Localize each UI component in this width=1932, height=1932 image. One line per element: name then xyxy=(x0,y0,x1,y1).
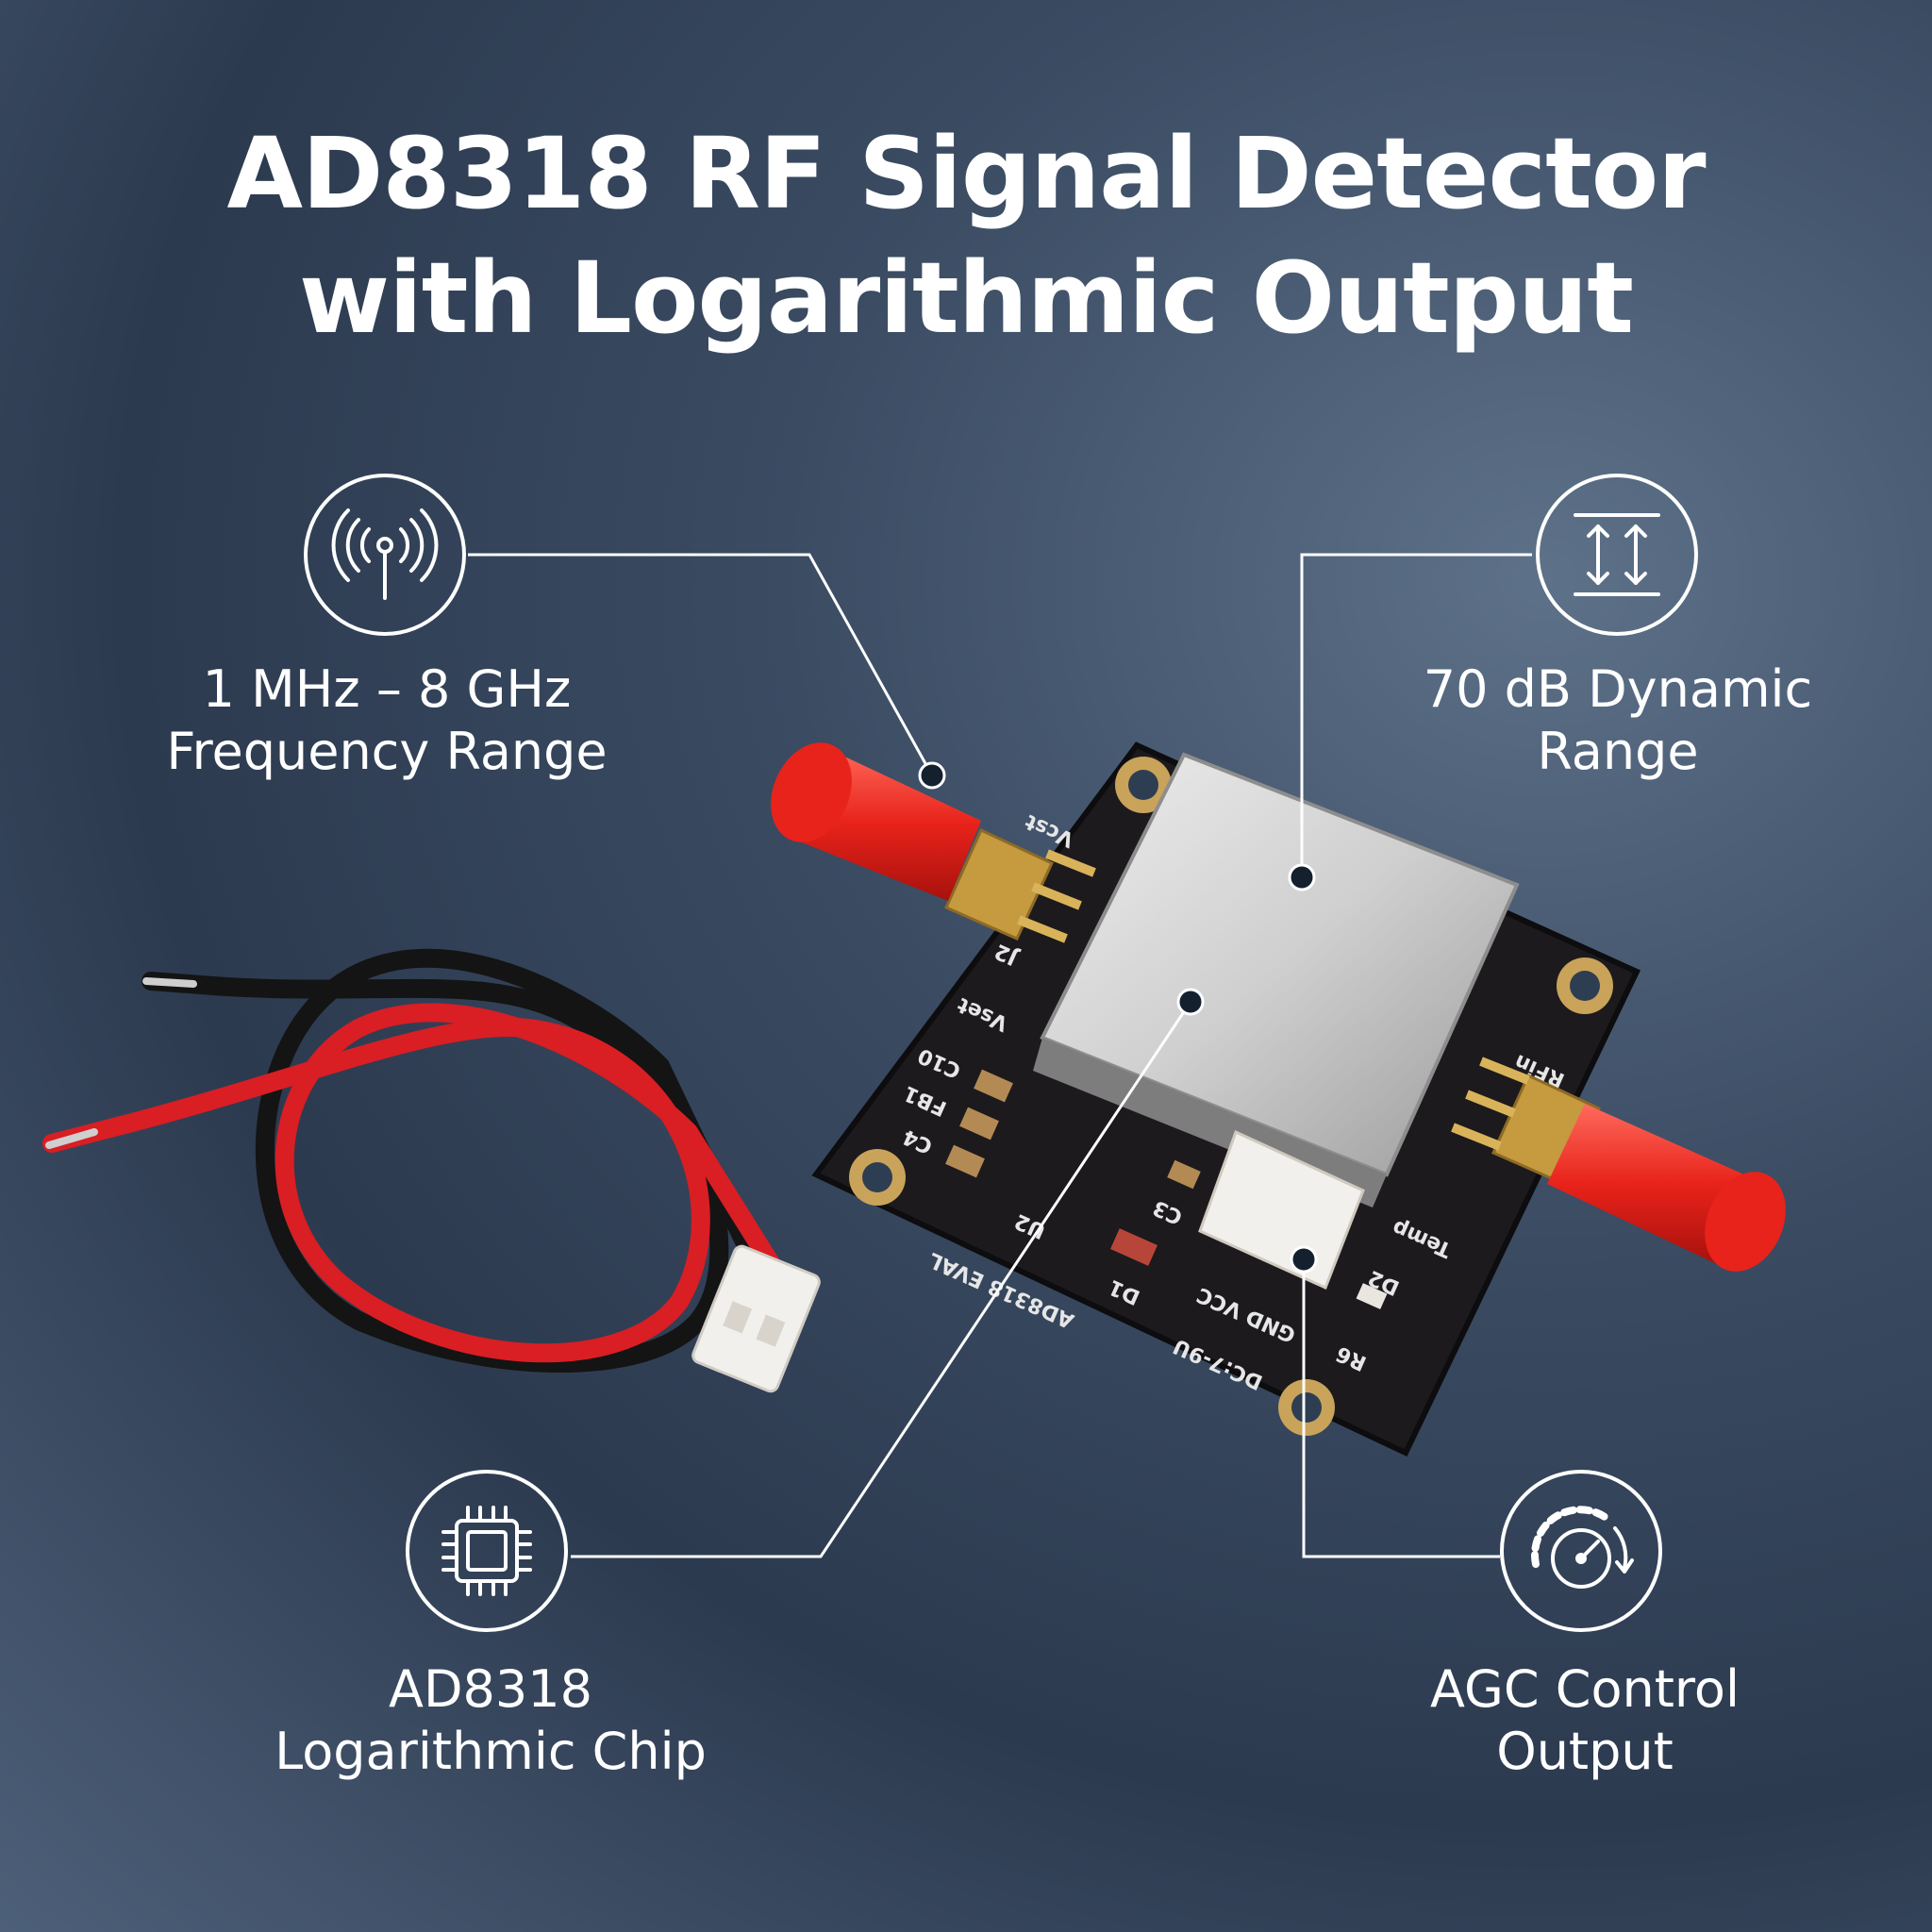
pcb-board: Vcst J2 Vset C10 FB1 C4 U2 C3 D1 AD8318 … xyxy=(771,741,1786,1457)
feature-dynamic-range-label: 70 dB Dynamic Range xyxy=(1368,658,1868,783)
title-line-1: AD8318 RF Signal Detector xyxy=(226,116,1706,231)
leader-dot-agc xyxy=(1290,1245,1318,1274)
feature-chip-line-2: Logarithmic Chip xyxy=(275,1722,707,1781)
leader-dot-frequency xyxy=(918,761,946,790)
leader-dot-dynamic-range xyxy=(1288,863,1316,891)
red-wire xyxy=(42,1003,792,1363)
feature-agc-label: AGC Control Output xyxy=(1340,1658,1830,1783)
feature-frequency-line-1: 1 MHz – 8 GHz xyxy=(202,659,572,719)
feature-agc-line-1: AGC Control xyxy=(1430,1659,1740,1719)
microchip-icon xyxy=(406,1470,568,1632)
leader-dot-chip xyxy=(1176,988,1205,1016)
leader-chip xyxy=(571,1001,1192,1558)
title-line-2: with Logarithmic Output xyxy=(299,241,1634,356)
leader-dynamic-range xyxy=(1300,553,1532,877)
leader-agc xyxy=(1302,1259,1500,1558)
feature-dynamic-range-line-2: Range xyxy=(1537,722,1699,781)
feature-agc-line-2: Output xyxy=(1496,1722,1674,1781)
feature-frequency-label: 1 MHz – 8 GHz Frequency Range xyxy=(132,658,641,783)
vertical-range-arrows-icon xyxy=(1536,474,1698,636)
sma-connector-left xyxy=(771,742,1096,943)
feature-dynamic-range-line-1: 70 dB Dynamic xyxy=(1423,659,1813,719)
feature-chip-label: AD8318 Logarithmic Chip xyxy=(226,1658,755,1783)
black-wire xyxy=(142,948,774,1373)
feature-chip-line-1: AD8318 xyxy=(389,1659,592,1719)
antenna-signal-icon xyxy=(304,474,466,636)
cable-plug xyxy=(691,1244,821,1393)
feature-frequency-line-2: Frequency Range xyxy=(166,722,608,781)
page-title: AD8318 RF Signal Detector with Logarithm… xyxy=(0,111,1932,360)
leader-frequency xyxy=(468,553,934,776)
sma-connector-right xyxy=(1451,1057,1786,1272)
gauge-dial-icon xyxy=(1500,1470,1662,1632)
power-cable xyxy=(42,948,821,1393)
